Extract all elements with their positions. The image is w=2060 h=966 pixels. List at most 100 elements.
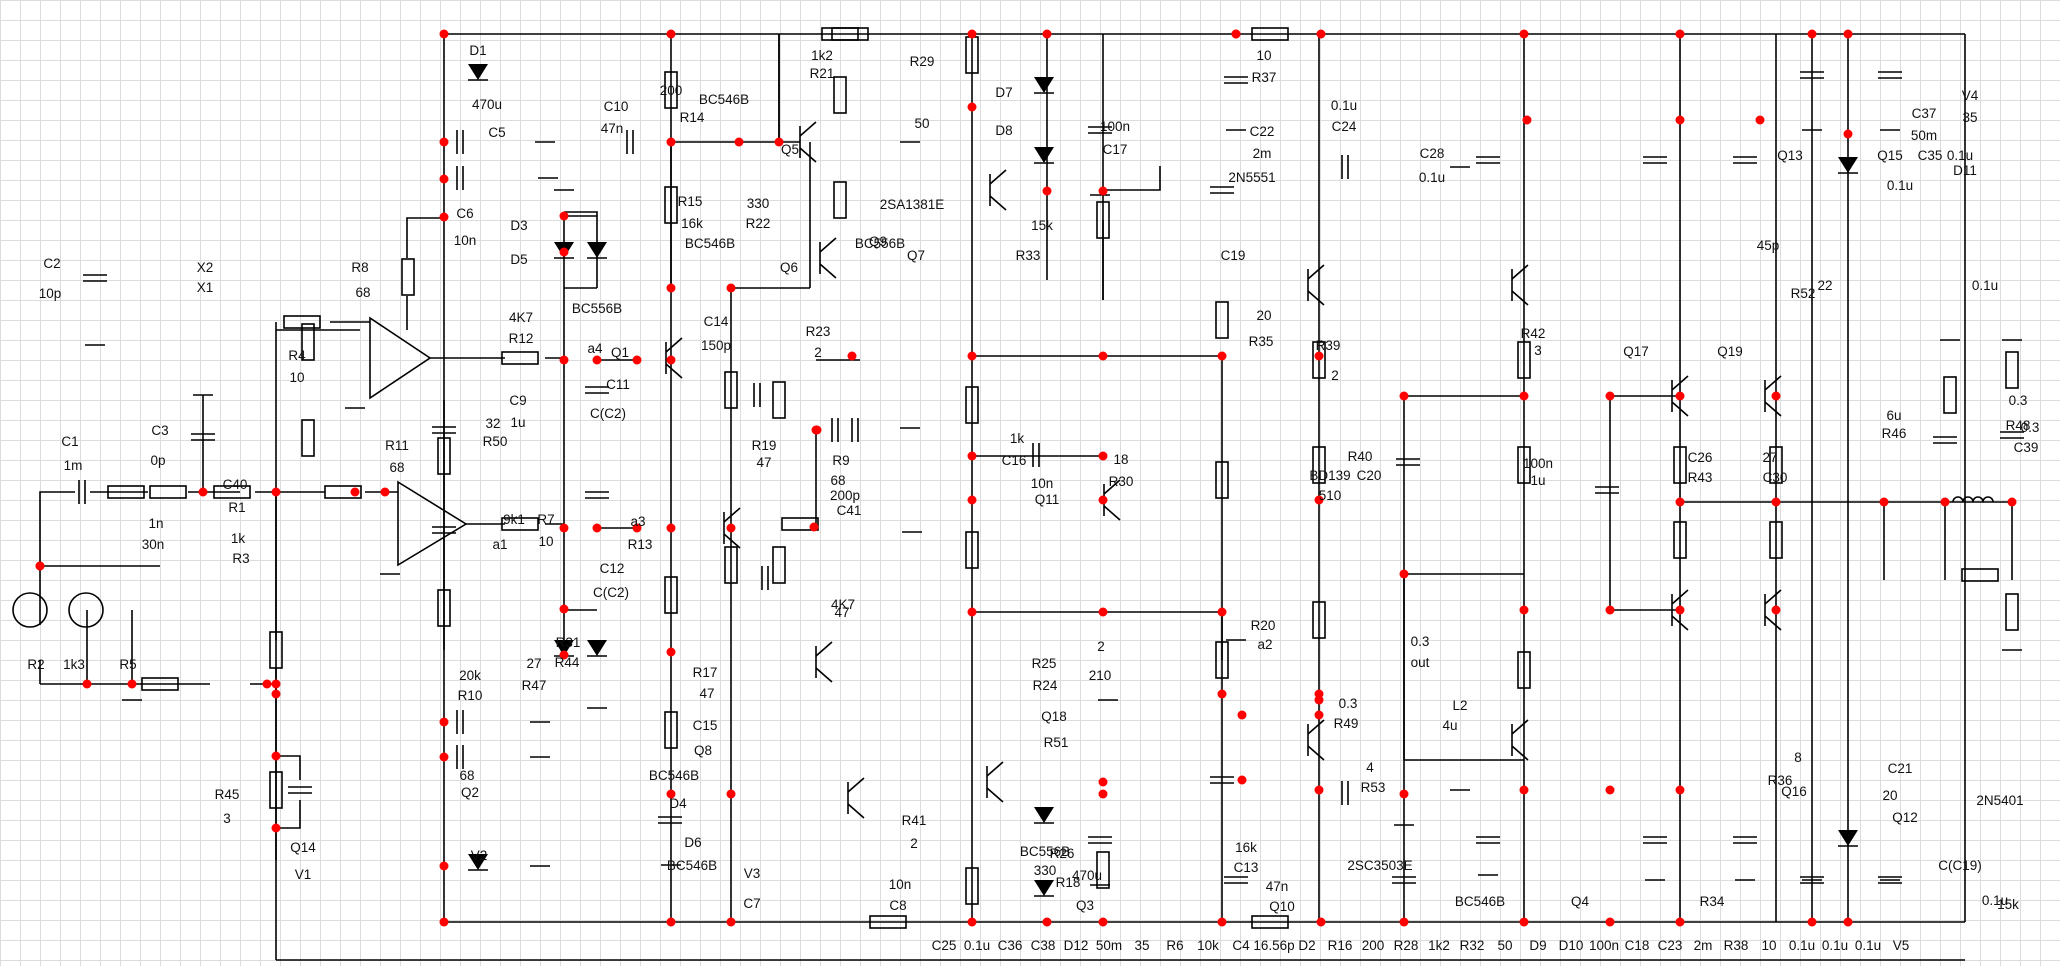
component-label: 0.1u — [1887, 178, 1913, 193]
component-label: Q4 — [1571, 894, 1590, 909]
component-label: 8 — [1794, 750, 1802, 765]
component-label: C(C2) — [590, 406, 626, 421]
component-label: 4u — [1442, 718, 1457, 733]
component-label: D2 — [1298, 938, 1315, 953]
junction-dot — [2007, 497, 2017, 507]
component-label: R22 — [746, 216, 771, 231]
junction-dot — [271, 679, 281, 689]
resistor — [1769, 521, 1783, 559]
component-label: R50 — [483, 434, 508, 449]
component-label: C30 — [1763, 470, 1788, 485]
resistor — [772, 381, 786, 419]
transistor — [1511, 264, 1529, 280]
junction-dot — [1098, 495, 1108, 505]
component-label: 3 — [223, 811, 231, 826]
component-label: R49 — [1334, 716, 1359, 731]
component-label: R23 — [806, 324, 831, 339]
signal-source — [12, 592, 48, 628]
junction-dot — [380, 487, 390, 497]
component-label: D4 — [669, 796, 687, 811]
junction-dot — [1879, 497, 1889, 507]
transistor — [1764, 401, 1782, 417]
resistor — [107, 485, 145, 499]
junction-dot — [847, 351, 857, 361]
resistor — [1312, 446, 1326, 484]
component-label: 10 — [1761, 938, 1776, 953]
component-label: R9 — [832, 453, 849, 468]
component-label: Q3 — [1076, 898, 1094, 913]
component-label: 50 — [914, 116, 929, 131]
component-label: C(C2) — [593, 585, 629, 600]
resistor — [269, 631, 283, 669]
component-label: 210 — [1089, 668, 1112, 683]
junction-dot — [559, 211, 569, 221]
junction-dot — [1399, 789, 1409, 799]
resistor — [724, 546, 738, 584]
component-label: 22 — [1817, 278, 1832, 293]
junction-dot — [439, 137, 449, 147]
component-label: Q18 — [1041, 709, 1067, 724]
component-label: 68 — [459, 768, 474, 783]
resistor — [1517, 651, 1531, 689]
resistor — [1096, 851, 1110, 889]
component-label: BC546B — [685, 236, 735, 251]
diode — [1838, 157, 1858, 173]
component-label: R53 — [1361, 780, 1386, 795]
component-label: C17 — [1103, 142, 1128, 157]
component-label: R33 — [1016, 248, 1041, 263]
junction-dot — [439, 212, 449, 222]
component-label: C39 — [2014, 440, 2039, 455]
component-label: 2 — [814, 345, 822, 360]
resistor — [501, 351, 539, 365]
resistor — [1215, 641, 1229, 679]
component-label: R41 — [902, 813, 927, 828]
component-label: 10n — [454, 233, 477, 248]
junction-dot — [726, 283, 736, 293]
junction-dot — [439, 174, 449, 184]
opamp-x2 — [369, 316, 432, 400]
junction-dot — [1519, 391, 1529, 401]
component-label: D5 — [510, 252, 527, 267]
junction-dot — [1675, 115, 1685, 125]
component-label: 470u — [472, 97, 502, 112]
component-label: 16.56p — [1253, 938, 1294, 953]
wire — [276, 800, 301, 829]
component-label: C24 — [1332, 119, 1357, 134]
transistor — [819, 237, 837, 253]
component-label: 1u — [1530, 473, 1545, 488]
component-label: 15k — [1031, 218, 1053, 233]
transistor — [1307, 719, 1325, 735]
junction-dot — [1755, 115, 1765, 125]
component-label: R36 — [1768, 773, 1793, 788]
component-label: a1 — [492, 537, 507, 552]
component-label: C37 — [1912, 106, 1937, 121]
component-label: D12 — [1064, 938, 1089, 953]
junction-dot — [1314, 710, 1324, 720]
resistor — [324, 485, 362, 499]
diode — [1034, 77, 1054, 93]
component-label: R6 — [1166, 938, 1183, 953]
component-label: 100n — [1589, 938, 1619, 953]
transistor — [1307, 264, 1325, 280]
junction-dot — [1314, 351, 1324, 361]
component-label: R48 — [2006, 418, 2031, 433]
component-label: 0p — [150, 453, 165, 468]
transistor — [1671, 615, 1689, 631]
junction-dot — [1519, 605, 1529, 615]
junction-dot — [1217, 607, 1227, 617]
junction-dot — [1522, 115, 1532, 125]
component-label: D11 — [1953, 163, 1977, 178]
component-label: Q12 — [1892, 810, 1918, 825]
component-label: R38 — [1724, 938, 1749, 953]
junction-dot — [967, 451, 977, 461]
component-label: X1 — [197, 280, 214, 295]
transistor — [847, 777, 865, 793]
signal-source — [68, 592, 104, 628]
component-label: 1k2 — [811, 48, 833, 63]
component-label: R18 — [1056, 875, 1081, 890]
component-label: a4 — [587, 341, 603, 356]
component-label: 47n — [1266, 879, 1289, 894]
component-label: 0.3 — [1411, 634, 1430, 649]
junction-dot — [726, 523, 736, 533]
